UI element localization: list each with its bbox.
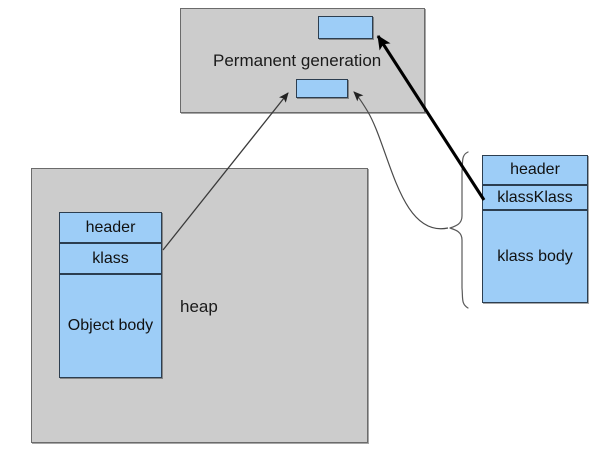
permgen-klass-slot-bottom — [296, 79, 348, 98]
klass-object-header-row: header — [482, 155, 588, 185]
object-klass-row: klass — [59, 243, 162, 274]
klass-object-klassklass-row: klassKlass — [482, 185, 588, 210]
object-body-row: Object body — [59, 274, 162, 378]
klass-object-brace — [449, 151, 469, 309]
klass-object-body-row: klass body — [482, 210, 588, 303]
permgen-klass-slot-top — [318, 16, 373, 39]
object-header-row: header — [59, 212, 162, 243]
permanent-generation-label: Permanent generation — [213, 51, 382, 70]
heap-label: heap — [180, 297, 218, 316]
